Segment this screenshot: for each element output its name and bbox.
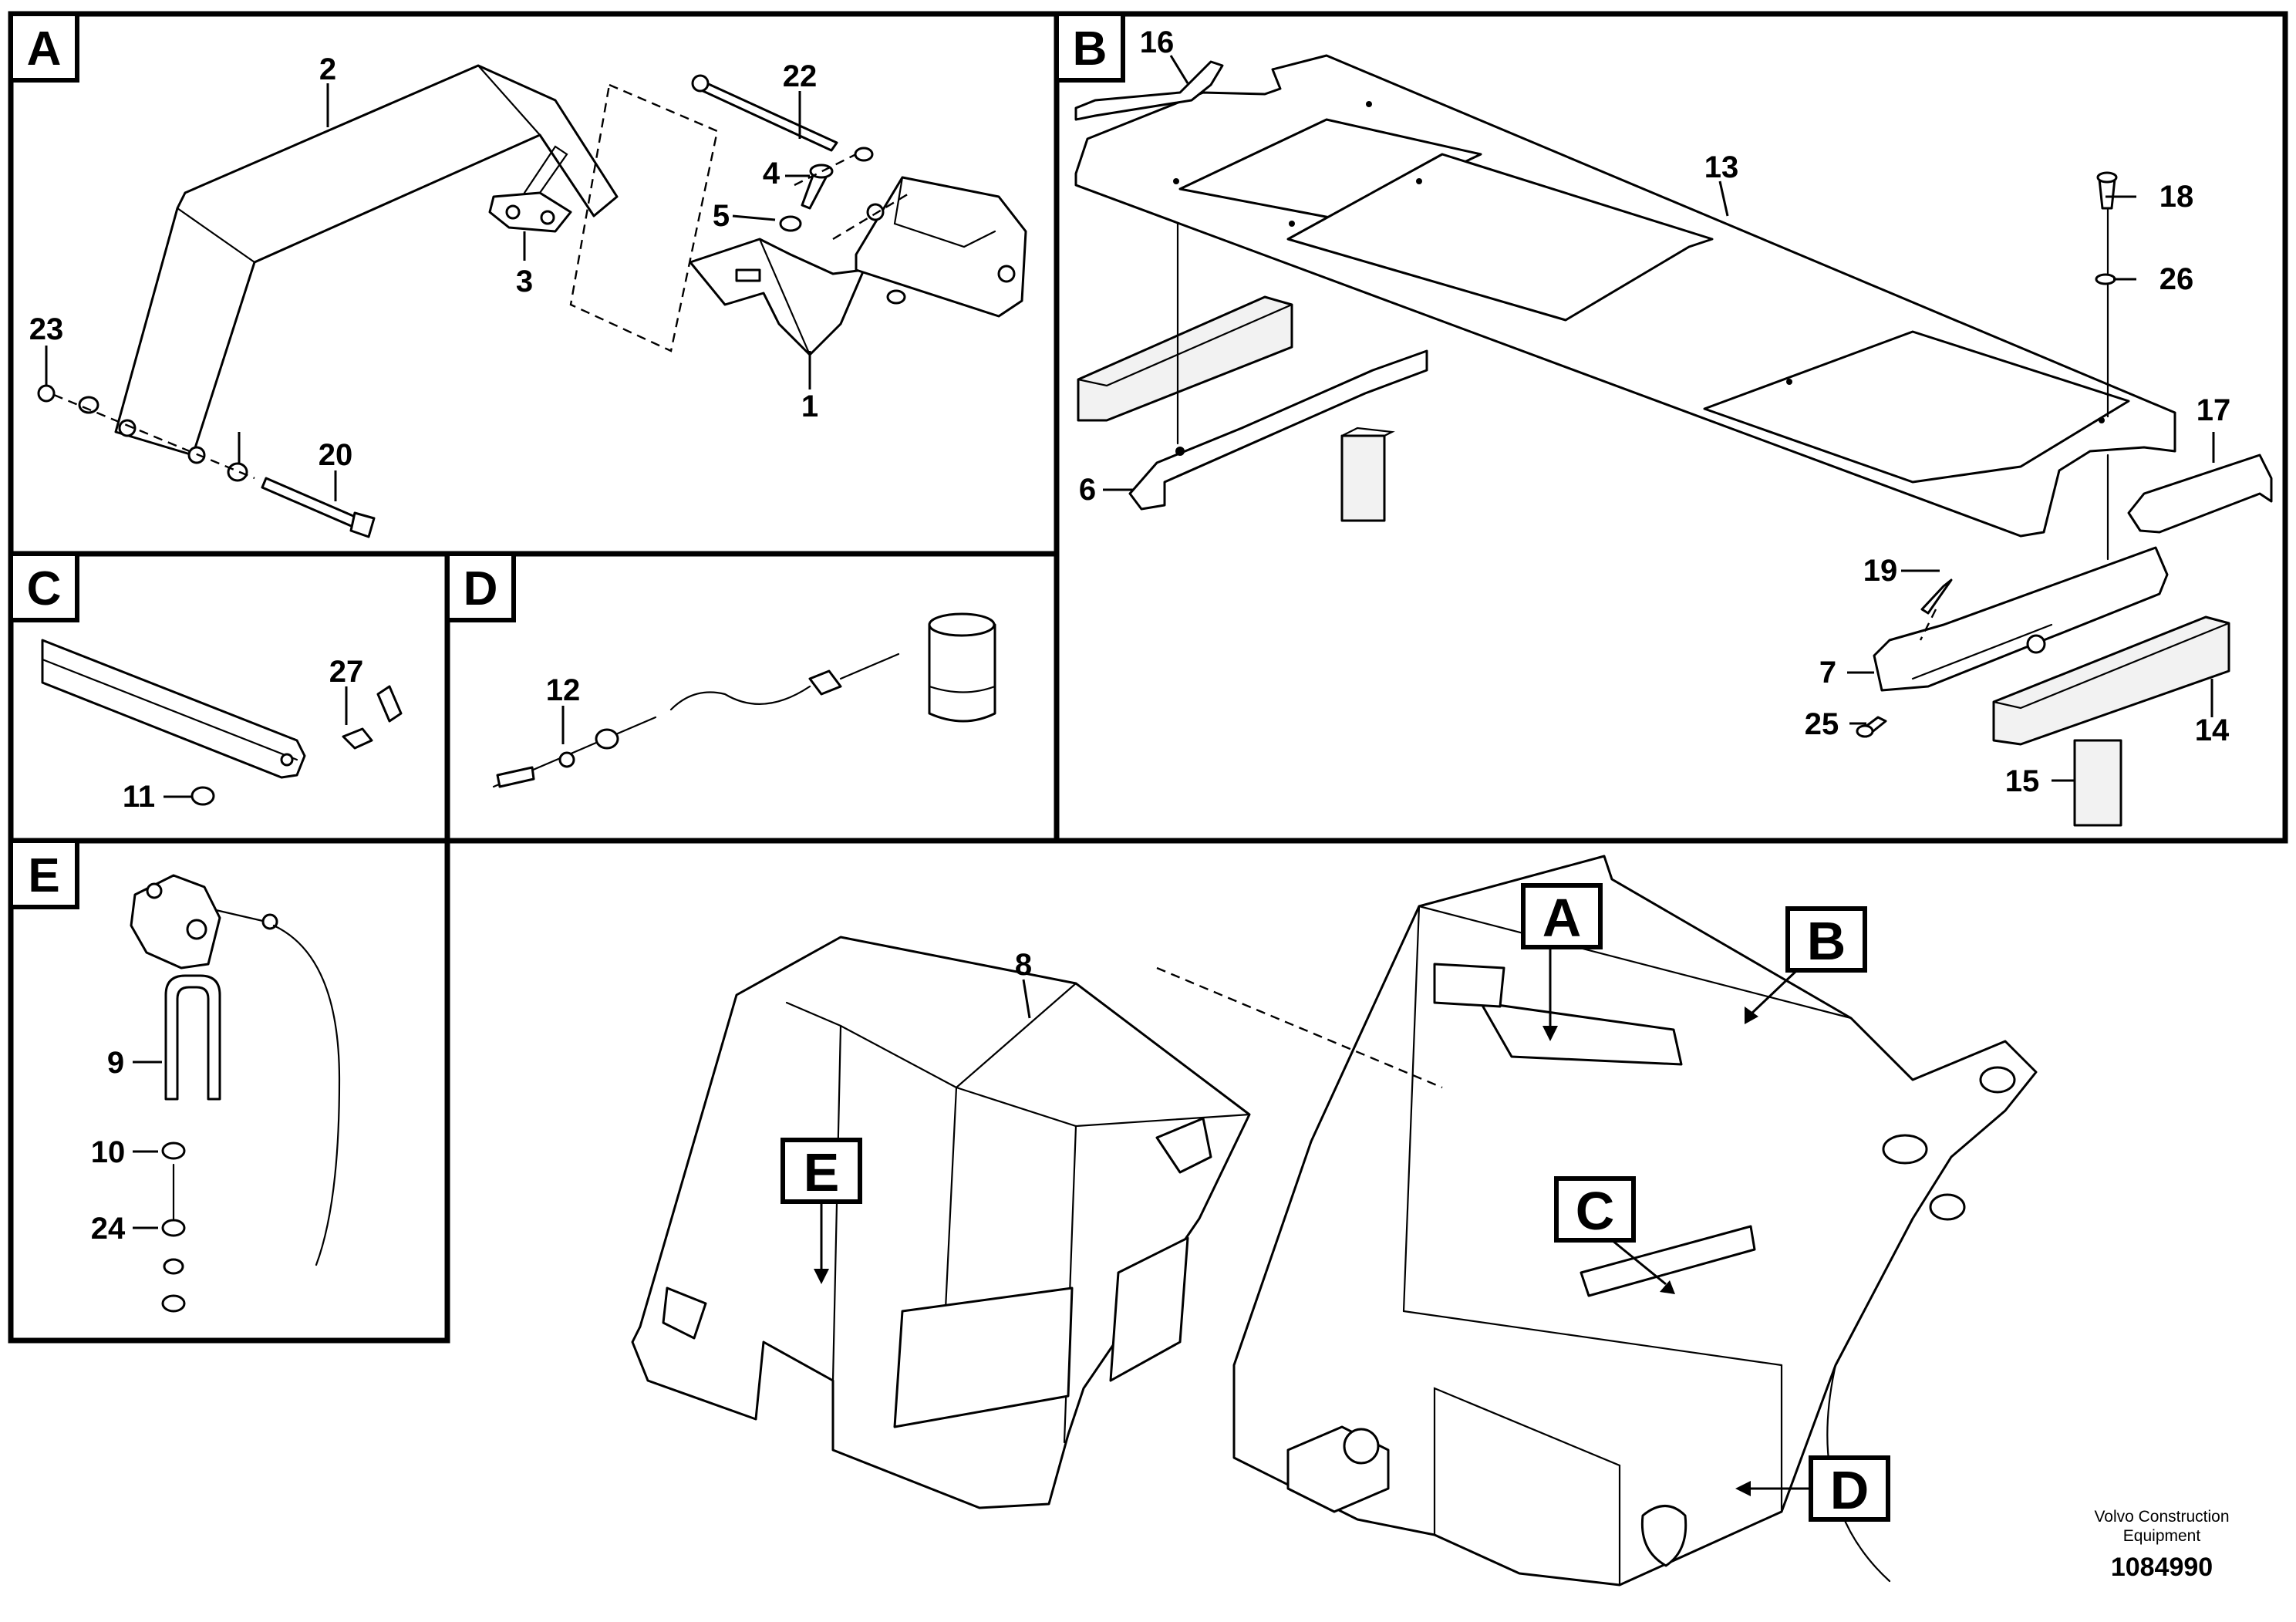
bolt-4 (801, 172, 828, 210)
company-name-line1: Volvo Construction (2094, 1508, 2229, 1526)
opening-2 (1286, 153, 1714, 322)
drawing-number: 1084990 (2111, 1553, 2213, 1582)
company-name-line2: Equipment (2123, 1527, 2201, 1545)
part-label-1: 1 (801, 389, 818, 423)
section-letter: B (1073, 22, 1108, 76)
part-label-27: 27 (329, 655, 364, 689)
panel-frame-D (444, 551, 1060, 844)
panel-frame-B (1054, 11, 2288, 844)
part-label-18: 18 (2159, 180, 2194, 214)
support-rod (41, 639, 306, 779)
part-label-10: 10 (91, 1135, 126, 1169)
part-label-11: 11 (123, 780, 155, 814)
part-label-12: 12 (546, 673, 581, 707)
opening-1 (1178, 118, 1482, 221)
section-letter: A (27, 22, 62, 76)
part-label-7: 7 (1819, 656, 1836, 690)
part-number-labels: 2 22 4 5 3 1 23 20 16 13 18 26 17 6 19 7… (29, 25, 2231, 1246)
rod-in-cab (1580, 1225, 1756, 1297)
callout-letter: A (1542, 888, 1582, 948)
nut-22 (37, 384, 56, 403)
guard-in-cab (1479, 1001, 1683, 1066)
u-bolt-9 (164, 974, 221, 1101)
section-B-drawing (1074, 54, 2273, 827)
callout-D: D (1735, 1455, 1890, 1522)
bracket-3 (488, 191, 572, 233)
section-letter: E (28, 849, 59, 902)
part-label-25: 25 (1805, 707, 1839, 741)
part-label-3: 3 (516, 265, 533, 298)
section-letter: C (27, 562, 62, 615)
callout-A: A (1521, 883, 1603, 1041)
leader-lines (45, 55, 2215, 1229)
cab-access-port (1640, 1505, 1687, 1567)
latch-mechanism (130, 874, 221, 969)
hinge-plate (855, 176, 1027, 318)
screw-12 (496, 766, 535, 788)
bolt-18 (2098, 177, 2116, 210)
part-label-26: 26 (2159, 262, 2194, 296)
foam-block-left (1340, 434, 1386, 522)
callout-letter: B (1807, 911, 1846, 971)
rail-7 (1873, 546, 2169, 692)
section-label-A: A (8, 12, 79, 83)
part-label-13: 13 (1704, 150, 1739, 184)
section-label-D: D (445, 551, 516, 622)
guard-bar-2 (114, 64, 619, 457)
section-label-E: E (8, 838, 79, 909)
section-label-C: C (8, 551, 79, 622)
foam-strip-14 (1992, 615, 2230, 746)
bolt-20 (261, 477, 360, 529)
footer: Volvo Construction Equipment 1084990 (2094, 1508, 2229, 1582)
section-A-drawing (37, 64, 1027, 538)
panel-frame-E (8, 838, 450, 1344)
latch-bracket-1 (689, 238, 865, 356)
cover-17 (2127, 454, 2273, 534)
part-label-24: 24 (91, 1212, 126, 1246)
washer-26 (2095, 273, 2116, 285)
part-label-21: 22 (783, 59, 818, 93)
hood-window (893, 1286, 1074, 1428)
part-label-16: 16 (1140, 25, 1175, 59)
washer-5 (779, 215, 802, 232)
section-E-drawing (130, 874, 341, 1313)
hood-8 (631, 936, 1251, 1509)
callout-letter: D (1830, 1460, 1870, 1520)
part-label-19: 19 (1863, 554, 1898, 588)
foam-strip-left (1077, 295, 1293, 422)
part-label-20: 20 (319, 438, 353, 472)
part-label-2: 2 (319, 52, 336, 86)
callout-letter: C (1576, 1181, 1615, 1241)
screw-19 (1920, 578, 1953, 615)
handle-16 (1074, 60, 1224, 121)
callout-letter: E (804, 1142, 840, 1202)
part-label-4: 4 (763, 157, 781, 191)
nut-10 (161, 1141, 186, 1160)
stud-27 (342, 727, 373, 750)
washer-24 (161, 1219, 186, 1237)
part-label-9: 9 (107, 1046, 124, 1080)
callout-C: C (1554, 1176, 1675, 1294)
washer-23 (227, 462, 248, 482)
section-label-B: B (1054, 12, 1125, 83)
section-C-drawing (41, 639, 403, 806)
callout-E: E (781, 1138, 862, 1284)
section-letter: D (464, 562, 498, 615)
part-label-8: 8 (1015, 948, 1032, 982)
part-label-15: 15 (2005, 764, 2040, 798)
part-label-17: 17 (2197, 393, 2231, 427)
callout-B: B (1745, 906, 1867, 1024)
part-label-6: 6 (1079, 473, 1096, 507)
part-label-5: 5 (713, 199, 730, 233)
hood-side-window (1109, 1236, 1189, 1382)
foam-block-15 (2073, 739, 2122, 827)
nut-11 (190, 786, 215, 806)
part-label-22: 23 (29, 312, 64, 346)
opening-3 (1703, 330, 2130, 484)
section-D-drawing (492, 612, 996, 788)
rail-6 (1128, 349, 1428, 511)
release-cable (272, 924, 341, 1266)
part-label-14: 14 (2195, 713, 2230, 747)
